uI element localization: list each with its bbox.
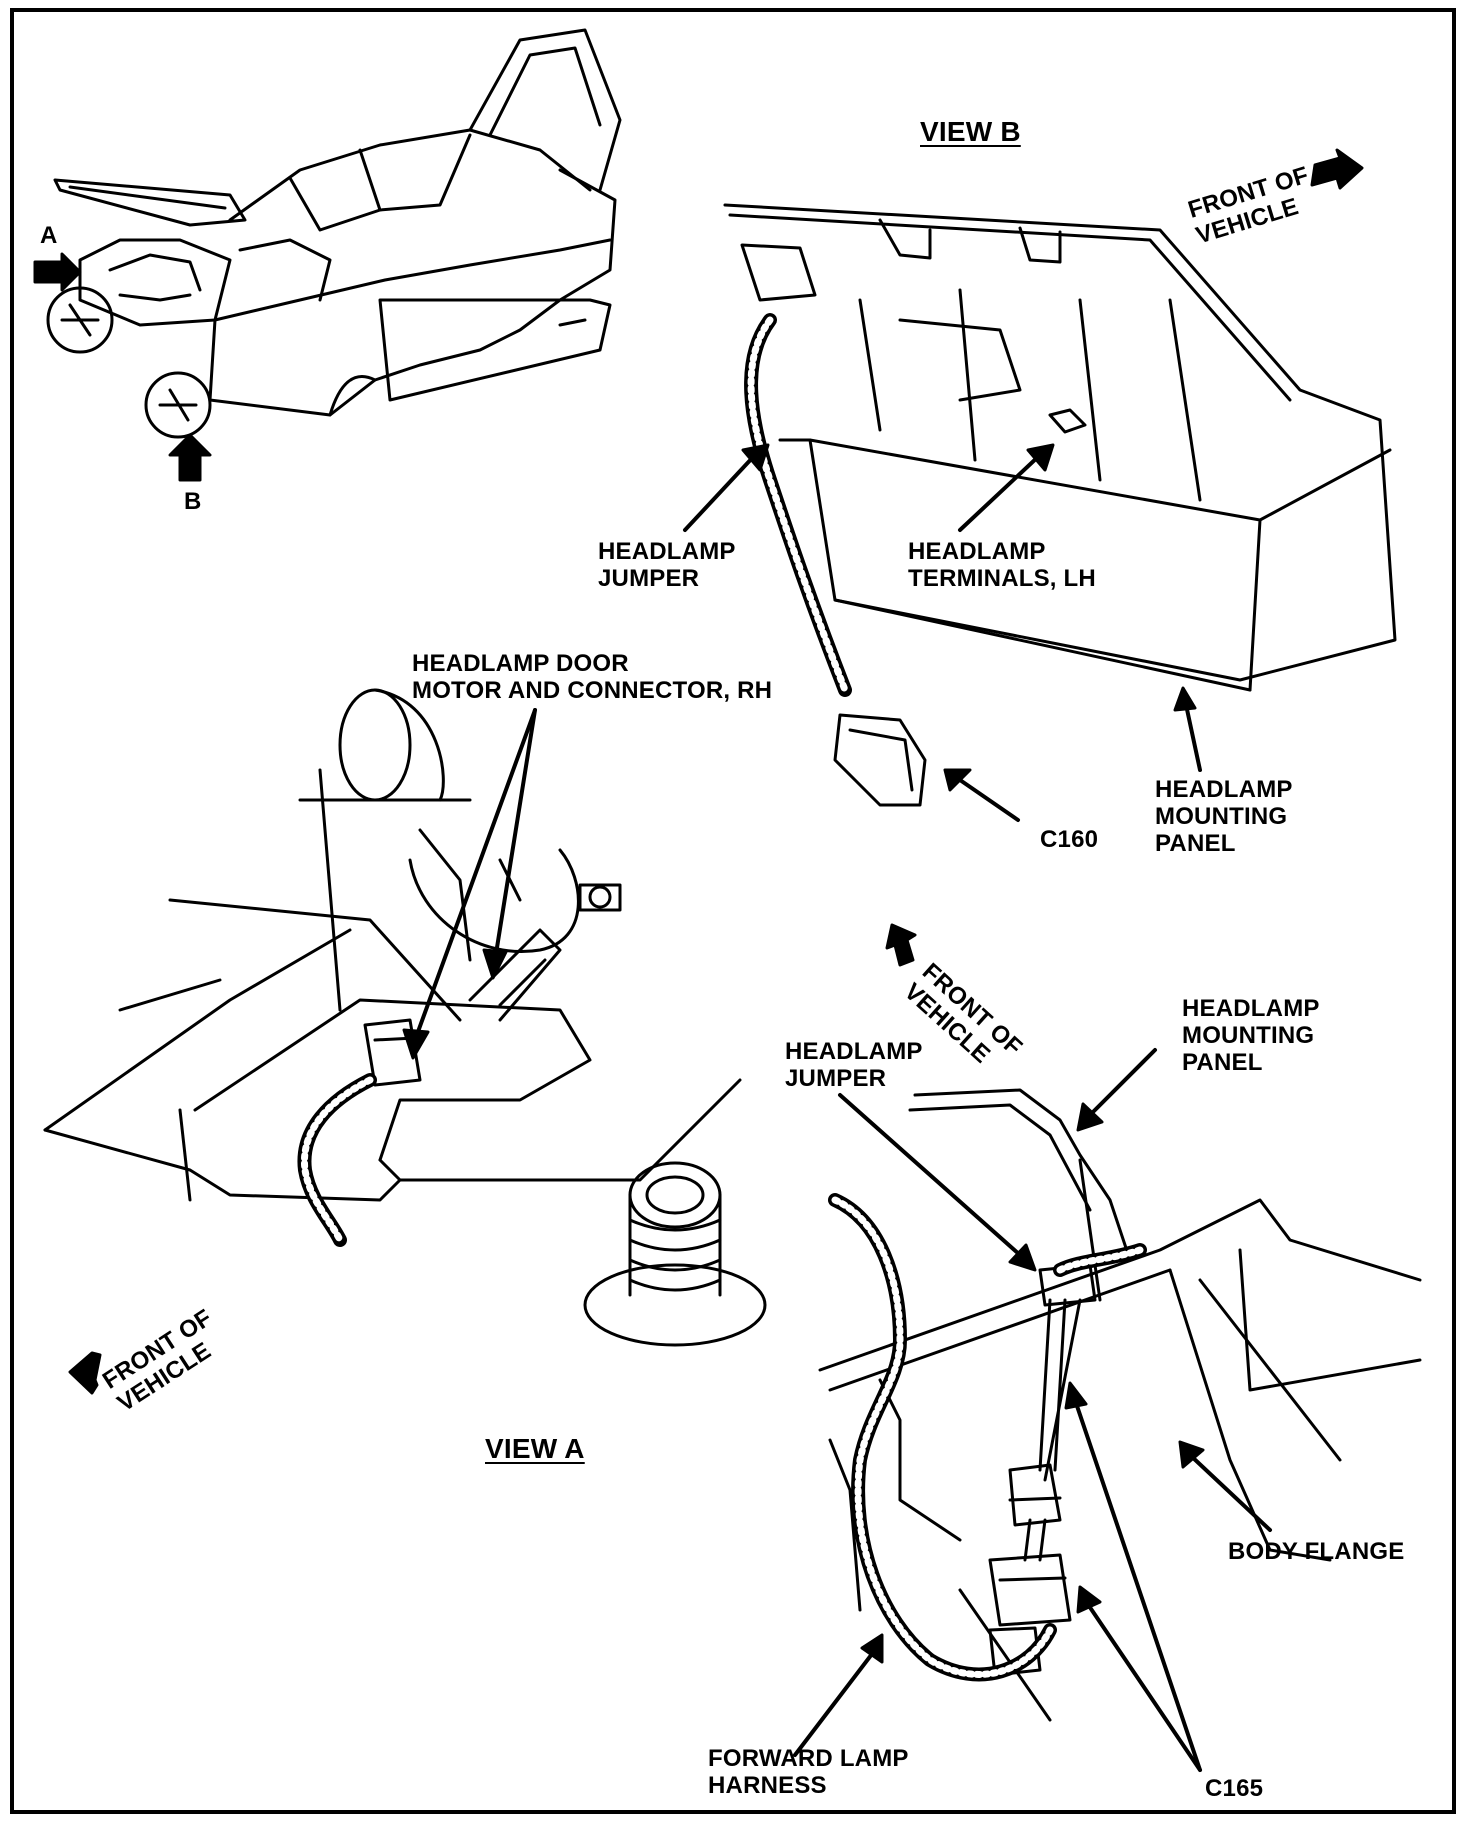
view-c-illustration — [793, 923, 1422, 1772]
view-b-c160-label: C160 — [1040, 826, 1099, 853]
view-a-title: VIEW A — [485, 1433, 585, 1464]
view-a-motor-connector-label: HEADLAMP DOOR MOTOR AND CONNECTOR, RH — [412, 650, 773, 704]
view-c-body-flange-label: BODY FLANGE — [1228, 1538, 1405, 1565]
view-b-headlamp-mounting-panel-label: HEADLAMP MOUNTING PANEL — [1155, 776, 1293, 857]
overview-callout-b: B — [184, 488, 202, 515]
vehicle-overview-illustration — [33, 28, 622, 482]
overview-callout-a: A — [40, 222, 58, 249]
view-c-headlamp-mounting-panel-label: HEADLAMP MOUNTING PANEL — [1182, 995, 1320, 1076]
view-c-c165-label: C165 — [1205, 1775, 1264, 1802]
view-b-title: VIEW B — [920, 116, 1021, 147]
view-c-headlamp-jumper-label: HEADLAMP JUMPER — [785, 1038, 923, 1092]
view-b-illustration — [683, 148, 1397, 822]
view-b-headlamp-terminals-label: HEADLAMP TERMINALS, LH — [908, 538, 1096, 592]
view-a-illustration — [43, 688, 767, 1395]
figure-border — [10, 8, 1456, 1814]
view-c-forward-lamp-harness-label: FORWARD LAMP HARNESS — [708, 1745, 909, 1799]
view-b-headlamp-jumper-label: HEADLAMP JUMPER — [598, 538, 736, 592]
